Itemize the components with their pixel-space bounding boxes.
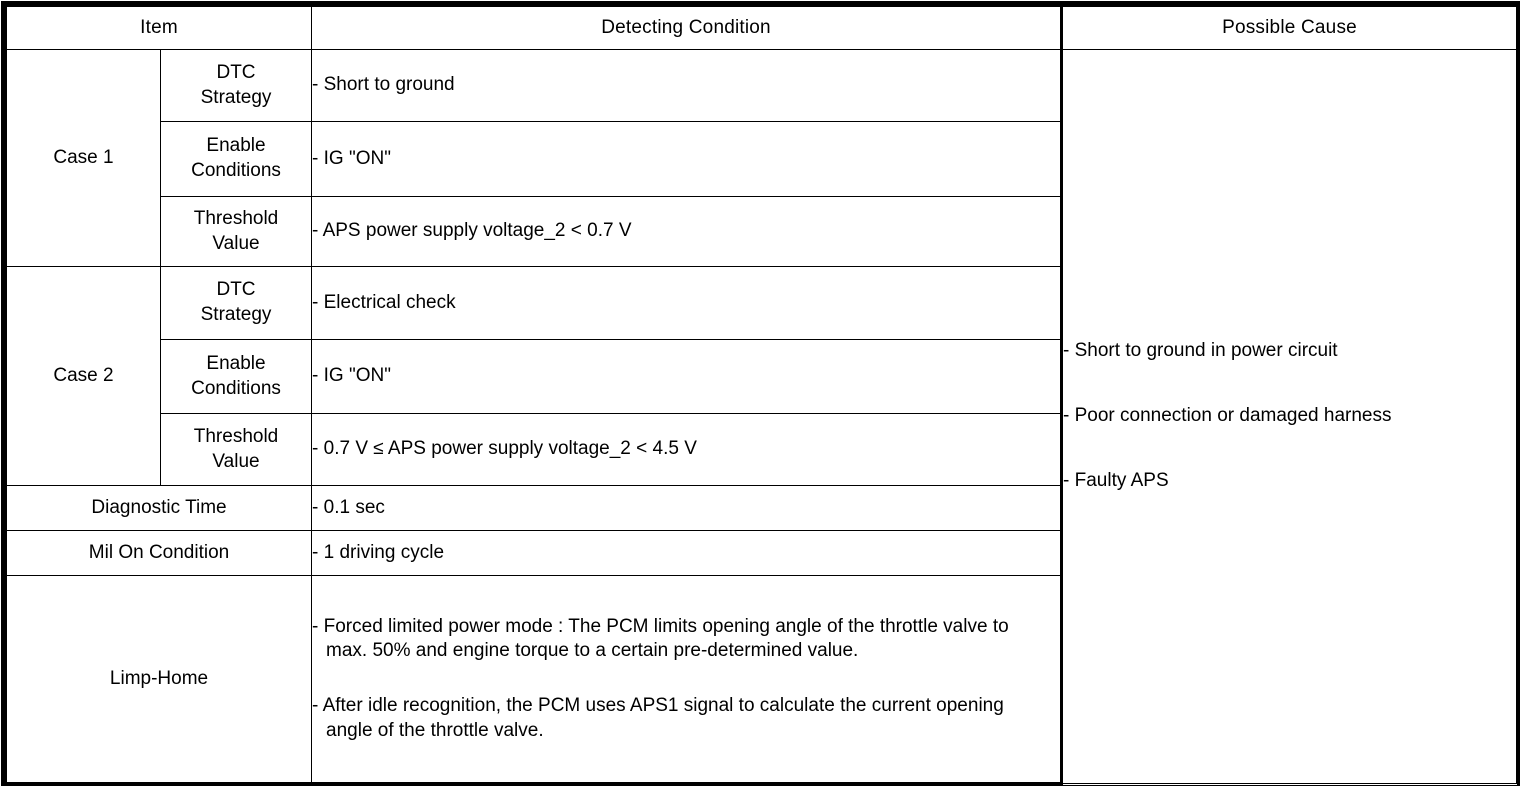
sub-label-line1: DTC [216,61,256,83]
sub-label-line1: Enable [206,352,266,374]
condition-dtc-strategy-case2: - Electrical check [311,266,1063,340]
list-item: - Short to ground in power circuit [1063,340,1338,362]
sub-label-line1: Threshold [193,207,279,229]
table-row: Mil On Condition - 1 driving cycle [3,530,1517,576]
header-item: Item [3,4,313,50]
sub-label-enable-conditions-case1: Enable Conditions [159,121,313,197]
condition-mil-on-condition: - 1 driving cycle [311,530,1063,576]
sub-label-line2: Conditions [191,160,281,181]
table-row: Limp-Home - Forced limited power mode : … [3,575,1517,785]
sub-label-threshold-value-case1: Threshold Value [159,196,313,267]
condition-diagnostic-time: - 0.1 sec [311,485,1063,531]
sub-label-enable-conditions-case2: Enable Conditions [159,339,313,414]
list-item: - Faulty APS [1063,469,1169,491]
sub-label-line2: Conditions [191,377,281,399]
table-row: Enable Conditions - IG "ON" [6,121,1517,197]
condition-dtc-strategy-case1: - Short to ground [311,49,1063,122]
table-row: Case 1 DTC Strategy - Short to ground - … [4,49,1518,784]
limp-home-paragraph-2: - After idle recognition, the PCM uses A… [312,695,1004,741]
table-row: Diagnostic Time - 0.1 sec [3,485,1517,531]
case-label-1: Case 1 [4,49,161,267]
sub-label-dtc-strategy-case1: DTC Strategy [159,49,313,122]
sub-label-dtc-strategy-case2: DTC Strategy [159,266,313,340]
limp-home-paragraph-1: - Forced limited power mode : The PCM li… [312,615,1009,662]
table-row: Case 2 DTC Strategy - Electrical check [4,266,1517,486]
item-diagnostic-time: Diagnostic Time [3,485,313,531]
item-limp-home: Limp-Home [3,575,313,785]
item-mil-on-condition: Mil On Condition [3,530,313,576]
possible-cause-list: - Short to ground in power circuit - Poo… [1063,339,1516,493]
table-row: Threshold Value - 0.7 V ≤ APS power supp… [6,413,1517,486]
sub-label-line2: Strategy [200,304,272,325]
sub-label-line1: DTC [216,279,256,301]
case-label-2: Case 2 [4,266,161,486]
table-header-row: Item Detecting Condition Possible Cause [3,4,1518,50]
condition-threshold-value-case2: - 0.7 V ≤ APS power supply voltage_2 < 4… [311,413,1063,486]
sub-label-line2: Strategy [200,86,272,108]
sub-label-line1: Threshold [193,425,279,447]
table-row: Threshold Value - APS power supply volta… [6,196,1517,267]
sub-label-line2: Value [212,232,260,254]
condition-enable-conditions-case1: - IG "ON" [311,121,1063,197]
possible-cause-cell: - Short to ground in power circuit - Poo… [1060,49,1518,784]
condition-enable-conditions-case2: - IG "ON" [311,339,1063,414]
table-row: Enable Conditions - IG "ON" [6,339,1517,414]
sub-label-line1: Enable [206,135,266,157]
list-item: - Poor connection or damaged harness [1063,405,1392,427]
header-detecting-condition: Detecting Condition [311,4,1063,50]
condition-limp-home: - Forced limited power mode : The PCM li… [311,575,1063,785]
header-possible-cause: Possible Cause [1060,4,1518,50]
condition-threshold-value-case1: - APS power supply voltage_2 < 0.7 V [311,196,1063,267]
sub-label-threshold-value-case2: Threshold Value [159,413,313,486]
sub-label-line2: Value [212,450,260,472]
